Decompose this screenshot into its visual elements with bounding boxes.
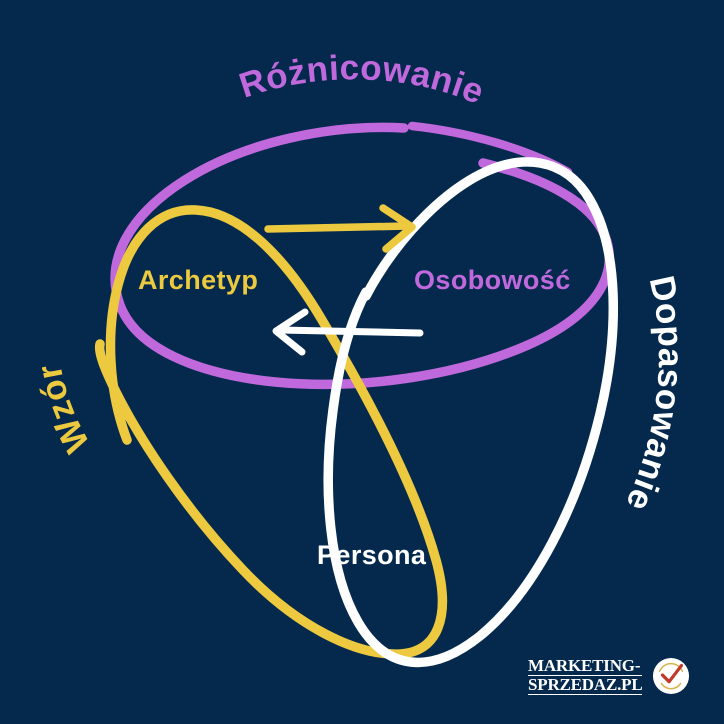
node-label-osobowosc: Osobowość [414,265,571,295]
node-label-persona: Persona [317,540,427,570]
checkmark-badge-icon [653,657,690,695]
logo-line-1: MARKETING- [528,657,643,676]
logo-line-2: SPRZEDAZ.PL [528,675,643,695]
logo-wordmark: MARKETING- SPRZEDAZ.PL [528,657,643,695]
white-ring [323,157,618,668]
node-label-archetyp: Archetyp [138,265,259,295]
gold-ring [94,205,448,659]
brand-logo[interactable]: MARKETING- SPRZEDAZ.PL [528,645,708,707]
white-arrow [272,308,424,356]
gold-arrow [264,204,416,253]
